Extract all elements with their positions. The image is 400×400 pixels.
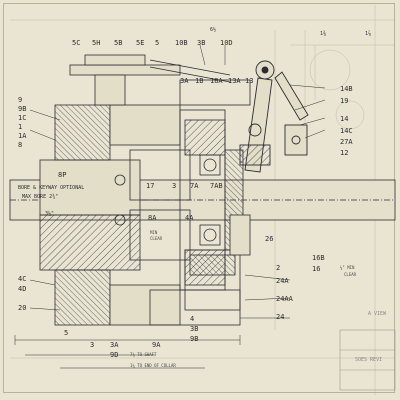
callout-1a: 1A	[18, 132, 27, 140]
callout-3-center: 3	[172, 182, 177, 190]
callout-1c: 1C	[18, 114, 27, 122]
callout-4-bottom: 4	[190, 315, 195, 323]
callout-2: 2	[276, 264, 281, 272]
dim-body: 3½"	[45, 211, 55, 217]
top-linkage	[69, 54, 251, 106]
stamp-text: SOES REVI	[355, 357, 383, 363]
callout-3-bottom: 3	[90, 341, 95, 349]
callout-14: 14	[340, 115, 349, 123]
callout-17: 17	[146, 182, 155, 190]
callout-8: 8	[18, 141, 23, 149]
callout-9: 9	[18, 96, 23, 104]
callout-5b: 5B	[114, 39, 123, 47]
dim-top-1: 6½	[210, 27, 217, 33]
bearings	[114, 154, 221, 246]
callout-12: 12	[340, 149, 349, 157]
stamp-box	[339, 329, 396, 391]
callout-27a: 27A	[340, 138, 353, 146]
bottom-dim-shaft: 7¾ TO SHAFT	[130, 352, 157, 357]
callout-10d: 10D	[220, 39, 233, 47]
callout-9b-bottom: 9B	[190, 335, 199, 343]
callout-24aa: 24AA	[276, 295, 293, 303]
callout-8a: 8A	[148, 214, 157, 222]
callout-18a: 18A	[210, 77, 223, 85]
callout-5e: 5E	[136, 39, 145, 47]
bore-note: BORE & KEYWAY OPTIONAL	[18, 185, 85, 191]
callout-3a: 3A	[180, 77, 189, 85]
callout-16b: 16B	[312, 254, 325, 262]
callout-16: 16	[312, 265, 321, 273]
callout-26: 26	[265, 235, 274, 243]
callout-3a-bottom: 3A	[110, 341, 119, 349]
leader-lines	[29, 44, 326, 319]
callout-8p: 8P	[58, 171, 67, 179]
callout-7a: 7A	[190, 182, 199, 190]
callout-5: 5	[155, 39, 160, 47]
dimension-lines	[14, 335, 241, 369]
callout-3b-bottom: 3B	[190, 325, 199, 333]
callout-1b: 1B	[195, 77, 204, 85]
dim-top-3: 1⅞	[365, 31, 372, 37]
dim-top-2: 1⅜	[320, 31, 327, 37]
min-clear-right-2: CLEAR	[344, 272, 357, 277]
callout-10b: 10B	[175, 39, 188, 47]
callout-14b: 14B	[340, 85, 353, 93]
callout-3b: 3B	[197, 39, 206, 47]
callout-20: 20	[18, 304, 27, 312]
callout-5c: 5C	[72, 39, 81, 47]
callout-4a: 4A	[185, 214, 194, 222]
callout-14c: 14C	[340, 127, 353, 135]
min-clear-left-2: CLEAR	[150, 236, 163, 241]
callout-9a: 9A	[152, 341, 161, 349]
callout-1: 1	[18, 123, 23, 131]
callout-9b: 9B	[18, 105, 27, 113]
callout-9d: 9D	[110, 351, 119, 359]
callout-5h: 5H	[92, 39, 101, 47]
callout-5-lower: 5	[64, 329, 69, 337]
bore-note-max: MAX BORE 2¾"	[22, 194, 59, 200]
lever-arm	[239, 60, 309, 173]
hub-body	[39, 104, 244, 326]
callout-13: 13	[245, 77, 254, 85]
lower-housing	[149, 214, 251, 326]
bottom-dim-collar: 1¼ TO END OF COLLAR	[130, 363, 176, 368]
callout-24a: 24A	[276, 277, 289, 285]
min-clear-left: MIN	[150, 230, 158, 235]
callout-7ab: 7AB	[210, 182, 223, 190]
callout-4d: 4D	[18, 285, 27, 293]
callout-13a: 13A	[228, 77, 241, 85]
callout-19: 19	[340, 97, 349, 105]
view-note: A VIEW	[368, 311, 387, 317]
callout-4c: 4C	[18, 275, 27, 283]
min-clear-right: ¼" MIN	[340, 265, 355, 270]
callout-24: 24	[276, 313, 285, 321]
